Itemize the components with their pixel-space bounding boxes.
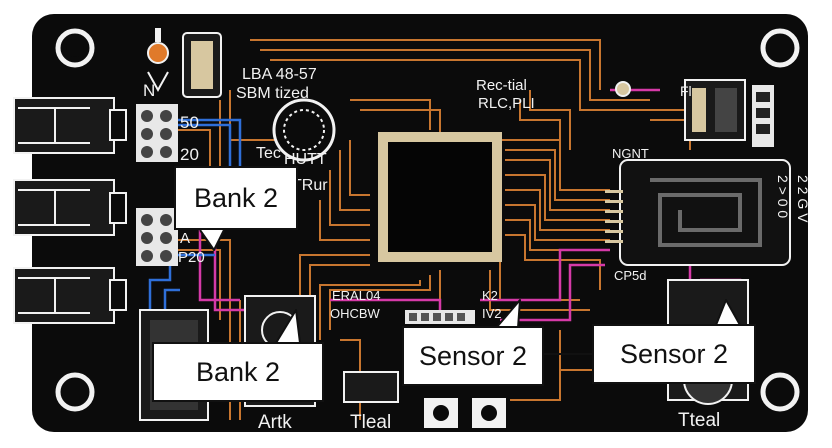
callout-bank-bottom: Bank 2	[152, 342, 324, 402]
capacitor-component	[343, 371, 399, 403]
microcontroller-chip	[378, 132, 502, 262]
callout-sensor-left: Sensor 2	[402, 326, 544, 386]
silk-left-pin-d: P20	[178, 249, 205, 266]
led-component	[147, 28, 169, 93]
mounting-hole-bottom-left	[55, 372, 95, 412]
silk-ngnt: NGNT	[612, 146, 649, 161]
silk-trur: TRur	[292, 177, 328, 194]
silk-artk: Artk	[258, 412, 292, 433]
silk-top-center: Rec-tial	[476, 77, 527, 94]
top-right-connector	[684, 79, 746, 141]
silk-n: N	[143, 81, 155, 100]
silk-top-left-ic: LBA 48-57	[242, 66, 317, 83]
blue-traces	[148, 118, 242, 330]
silk-tec: Tec	[256, 145, 281, 162]
silk-top-left-ic-sub: SBM tized	[236, 85, 309, 102]
dip-switch-component	[182, 32, 222, 98]
silk-tleal-mid: Tleal	[350, 412, 391, 433]
silk-tleal-right: Tteal	[678, 410, 720, 431]
push-button-left	[424, 398, 458, 428]
silk-left-pin-b: 20	[180, 145, 199, 164]
callout-pointers	[199, 229, 741, 344]
silk-hutt: HUTT	[284, 151, 327, 168]
mounting-hole-top-left	[55, 28, 95, 68]
silk-k2: K2	[482, 288, 498, 303]
left-pin-header-top	[136, 104, 178, 162]
silk-ohcbw: OHCBW	[330, 306, 381, 321]
silk-right-top: Fl	[680, 83, 692, 99]
center-pin-header	[405, 310, 475, 324]
small-pin-strip-right	[752, 85, 774, 147]
silk-right-vertical: 2 2 G V	[795, 175, 811, 223]
jack-connector-3	[13, 267, 127, 324]
silk-top-center-sub: RLC,PLI	[478, 95, 535, 112]
left-pin-header-bottom	[136, 208, 178, 266]
silk-eral: ERAL04	[332, 288, 380, 303]
push-button-right	[472, 398, 506, 428]
silk-left-pin-a: 50	[180, 113, 199, 132]
via-pad	[615, 81, 631, 97]
callout-sensor-right: Sensor 2	[592, 324, 756, 384]
buzzer-component	[272, 98, 336, 162]
mounting-hole-top-right	[760, 28, 800, 68]
silk-iv2: IV2	[482, 306, 502, 321]
jack-connector-1	[13, 97, 127, 154]
rf-module	[605, 159, 791, 266]
mounting-hole-bottom-right	[760, 372, 800, 412]
silk-left-pin-c: A	[180, 230, 190, 247]
silk-cp: CP5d	[614, 268, 647, 283]
jack-connector-2	[13, 179, 127, 236]
callout-bank-top: Bank 2	[174, 166, 298, 230]
silk-right-vertical-b: 2 > 0 0	[775, 175, 791, 218]
